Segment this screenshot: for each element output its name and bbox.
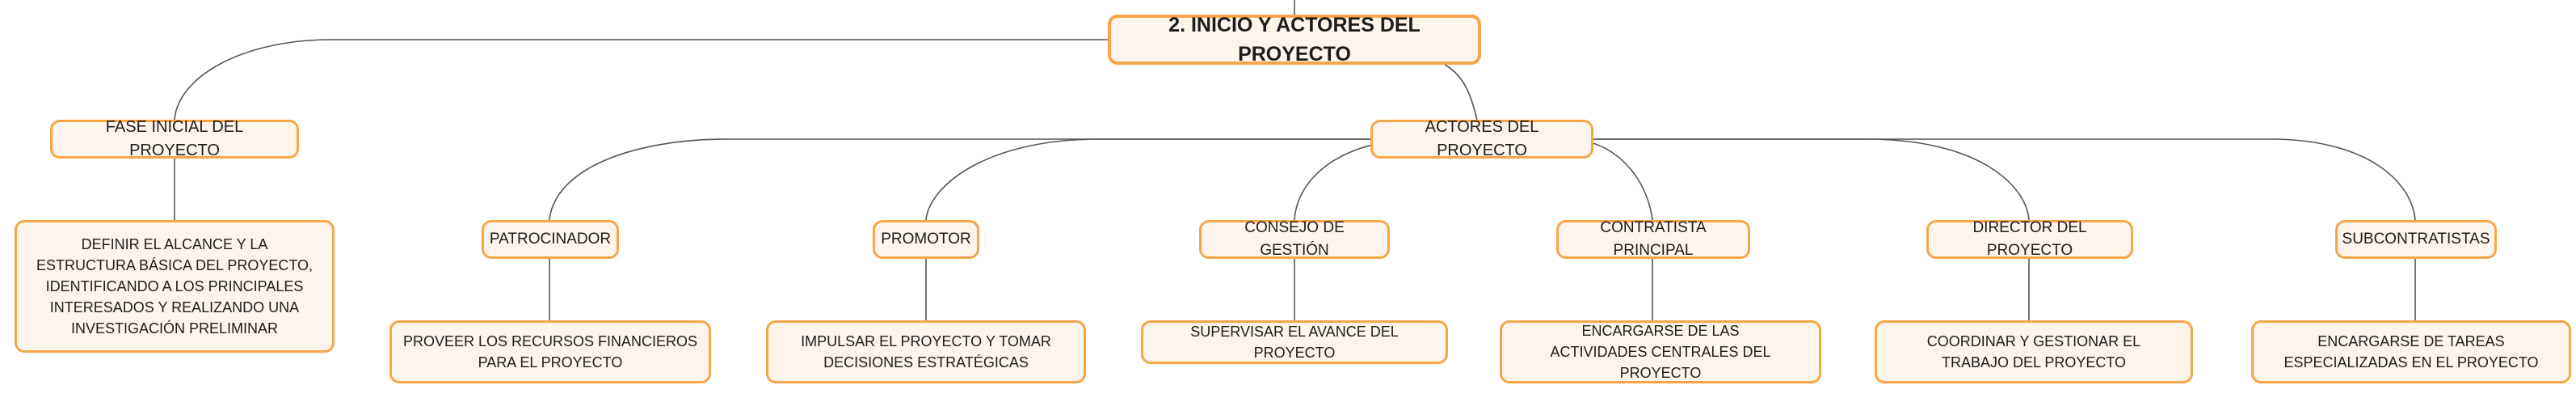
fase-inicial-description-node[interactable]: DEFINIR EL ALCANCE Y LA ESTRUCTURA BÁSIC… xyxy=(15,220,335,353)
fase-inicial-node[interactable]: FASE INICIAL DEL PROYECTO xyxy=(50,118,299,159)
actor-contratista-description-node[interactable]: ENCARGARSE DE LAS ACTIVIDADES CENTRALES … xyxy=(1500,320,1821,383)
connector-actores-promotor xyxy=(925,138,1370,221)
actor-consejo-node[interactable]: CONSEJO DE GESTIÓN xyxy=(1199,219,1390,259)
actor-subcontratistas-description-node[interactable]: ENCARGARSE DE TAREAS ESPECIALIZADAS EN E… xyxy=(2251,320,2571,383)
actor-patrocinador-description-node[interactable]: PROVEER LOS RECURSOS FINANCIEROS PARA EL… xyxy=(389,320,711,383)
connector-root-fase xyxy=(174,39,1108,121)
actor-director-description: COORDINAR Y GESTIONAR EL TRABAJO DEL PRO… xyxy=(1926,332,2141,370)
actor-patrocinador-node[interactable]: PATROCINADOR xyxy=(482,220,619,259)
actor-director-description-node[interactable]: COORDINAR Y GESTIONAR EL TRABAJO DEL PRO… xyxy=(1875,320,2193,383)
actor-consejo-description-node[interactable]: SUPERVISAR EL AVANCE DEL PROYECTO xyxy=(1141,320,1448,364)
connector-root-actores xyxy=(1444,64,1478,121)
actor-promotor-label: PROMOTOR xyxy=(881,231,971,248)
actor-patrocinador-label: PATROCINADOR xyxy=(489,231,612,248)
actor-promotor-description: IMPULSAR EL PROYECTO Y TOMAR DECISIONES … xyxy=(801,332,1051,370)
fase-inicial-label: FASE INICIAL DEL PROYECTO xyxy=(105,118,244,159)
connector-actores-patrocinador xyxy=(549,138,1370,221)
actor-promotor-node[interactable]: PROMOTOR xyxy=(873,220,979,259)
connector-actores-director xyxy=(1582,138,2030,221)
actor-contratista-node[interactable]: CONTRATISTA PRINCIPAL xyxy=(1556,219,1750,259)
actor-director-label: DIRECTOR DEL PROYECTO xyxy=(1972,219,2087,259)
actor-contratista-description: ENCARGARSE DE LAS ACTIVIDADES CENTRALES … xyxy=(1550,322,1771,382)
actores-node[interactable]: ACTORES DEL PROYECTO xyxy=(1370,118,1593,159)
actor-consejo-description: SUPERVISAR EL AVANCE DEL PROYECTO xyxy=(1190,323,1399,361)
actor-director-node[interactable]: DIRECTOR DEL PROYECTO xyxy=(1926,219,2133,259)
connector-actores-subcontratistas xyxy=(1582,138,2416,221)
actor-subcontratistas-description: ENCARGARSE DE TAREAS ESPECIALIZADAS EN E… xyxy=(2283,332,2539,370)
actor-promotor-description-node[interactable]: IMPULSAR EL PROYECTO Y TOMAR DECISIONES … xyxy=(766,320,1086,383)
actores-label: ACTORES DEL PROYECTO xyxy=(1425,118,1539,159)
actor-contratista-label: CONTRATISTA PRINCIPAL xyxy=(1600,219,1707,259)
root-node[interactable]: 2. INICIO Y ACTORES DEL PROYECTO xyxy=(1108,14,1481,66)
actor-subcontratistas-label: SUBCONTRATISTAS xyxy=(2342,231,2490,248)
actor-consejo-label: CONSEJO DE GESTIÓN xyxy=(1244,219,1345,259)
actor-subcontratistas-node[interactable]: SUBCONTRATISTAS xyxy=(2335,220,2497,259)
actor-patrocinador-description: PROVEER LOS RECURSOS FINANCIEROS PARA EL… xyxy=(402,332,698,370)
fase-inicial-description: DEFINIR EL ALCANCE Y LA ESTRUCTURA BÁSIC… xyxy=(36,235,314,337)
root-label: 2. INICIO Y ACTORES DEL PROYECTO xyxy=(1168,13,1421,66)
